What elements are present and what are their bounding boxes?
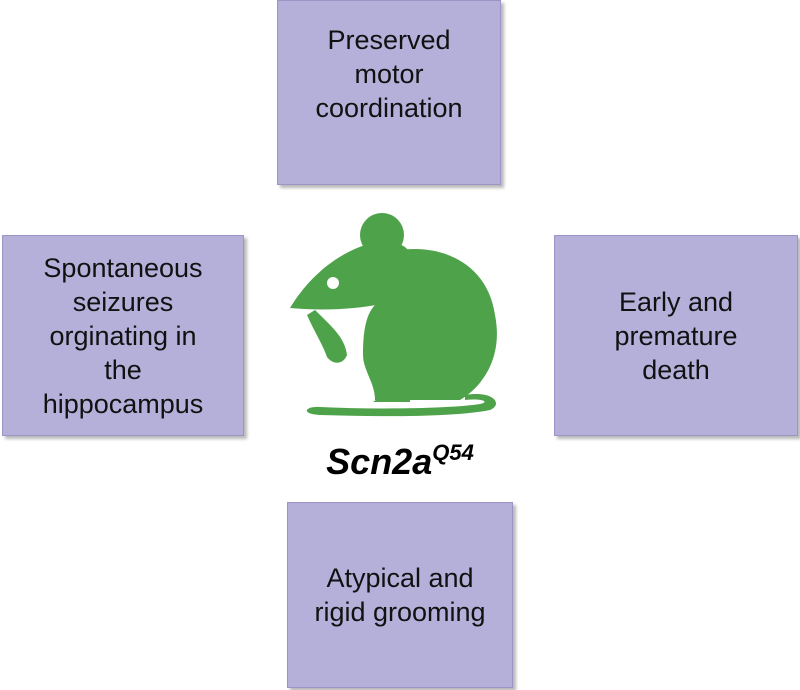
gene-label-main: Scn2a (326, 441, 433, 482)
mouse-icon (285, 205, 515, 435)
phenotype-box-motor-coordination: Preserved motor coordination (277, 0, 501, 185)
phenotype-box-rigid-grooming: Atypical and rigid grooming (287, 502, 513, 688)
gene-label: Scn2aQ54 (250, 440, 550, 483)
phenotype-box-spontaneous-seizures: Spontaneous seizures orginating in the h… (2, 235, 244, 436)
gene-label-superscript: Q54 (432, 440, 474, 465)
phenotype-box-premature-death: Early and premature death (554, 235, 798, 436)
